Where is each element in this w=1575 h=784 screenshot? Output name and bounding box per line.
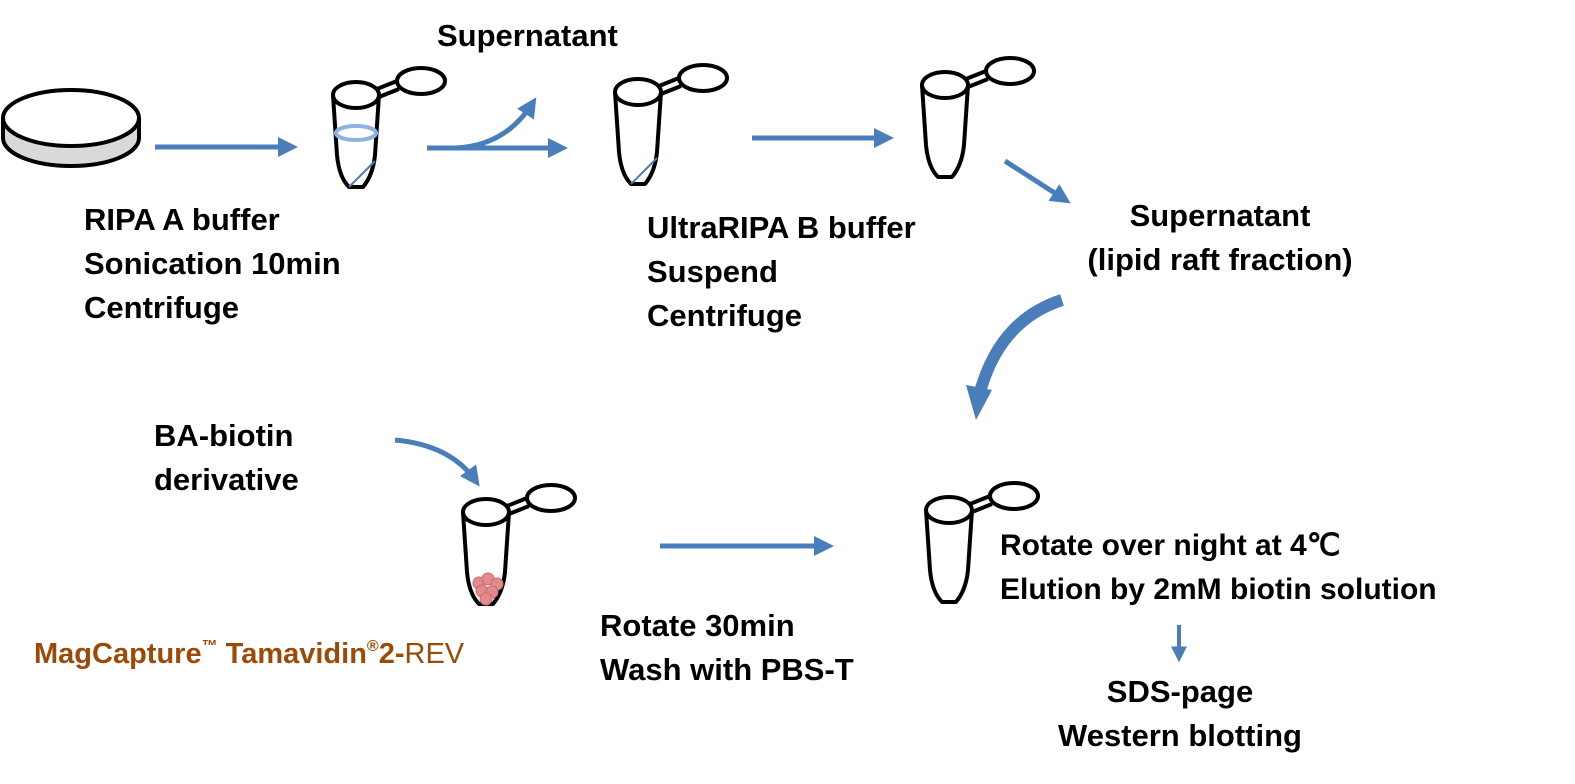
curved-down-arrow-icon (974, 294, 1064, 394)
microcentrifuge-tube-icon (920, 56, 1036, 179)
step3-label: Rotate 30min Wash with PBS-T (600, 604, 854, 692)
magnetic-beads-icon (472, 572, 504, 606)
step2-line: Centrifuge (647, 298, 802, 333)
step4-line: Rotate over night at 4℃ (1000, 529, 1341, 562)
supernatant-label: Supernatant (437, 14, 618, 58)
step2-line: Suspend (647, 254, 778, 289)
supernatant-text: Supernatant (437, 18, 618, 53)
product-name-suffix: REV (404, 638, 465, 670)
ba-biotin-label: BA-biotin derivative (154, 414, 299, 502)
step1-line: Sonication 10min (84, 246, 341, 281)
lipid-raft-line: Supernatant (1129, 198, 1311, 233)
ba-biotin-line: BA-biotin (154, 418, 294, 453)
step5-label: SDS-page Western blotting (1020, 670, 1340, 758)
pellet-line-icon (630, 157, 658, 185)
product-name-part: Tamavidin (217, 638, 367, 670)
step4-label: Rotate over night at 4℃ Elution by 2mM b… (1000, 524, 1437, 612)
step5-line: Western blotting (1058, 718, 1302, 753)
arrow-head-icon (966, 385, 992, 420)
liquid-level-icon (334, 124, 378, 142)
petri-dish-icon (0, 88, 141, 168)
step1-line: RIPA A buffer (84, 202, 280, 237)
ba-biotin-line: derivative (154, 462, 299, 497)
lipid-raft-line: (lipid raft fraction) (1087, 242, 1353, 277)
trademark-symbol: ™ (201, 638, 218, 655)
microcentrifuge-tube-icon (331, 66, 447, 189)
microcentrifuge-tube-icon (613, 63, 729, 186)
step3-line: Rotate 30min (600, 608, 795, 643)
step2-label: UltraRIPA B buffer Suspend Centrifuge (647, 206, 916, 338)
microcentrifuge-tube-icon (461, 483, 577, 606)
flow-arrow-icon (1003, 158, 1071, 204)
step2-line: UltraRIPA B buffer (647, 210, 916, 245)
curved-arrow-icon (394, 437, 480, 487)
lipid-raft-label: Supernatant (lipid raft fraction) (1050, 194, 1390, 282)
step1-label: RIPA A buffer Sonication 10min Centrifug… (84, 198, 341, 330)
pellet-line-icon (348, 160, 376, 188)
product-name: MagCapture™ Tamavidin®2-REV (34, 638, 464, 671)
step1-line: Centrifuge (84, 290, 239, 325)
step4-line: Elution by 2mM biotin solution (1000, 573, 1437, 606)
supernatant-branch-arrow-icon (454, 97, 537, 151)
product-name-part: 2- (378, 638, 405, 670)
step3-line: Wash with PBS-T (600, 652, 854, 687)
step5-line: SDS-page (1106, 674, 1254, 709)
registered-symbol: ® (366, 638, 379, 655)
product-name-part: MagCapture (34, 638, 202, 670)
